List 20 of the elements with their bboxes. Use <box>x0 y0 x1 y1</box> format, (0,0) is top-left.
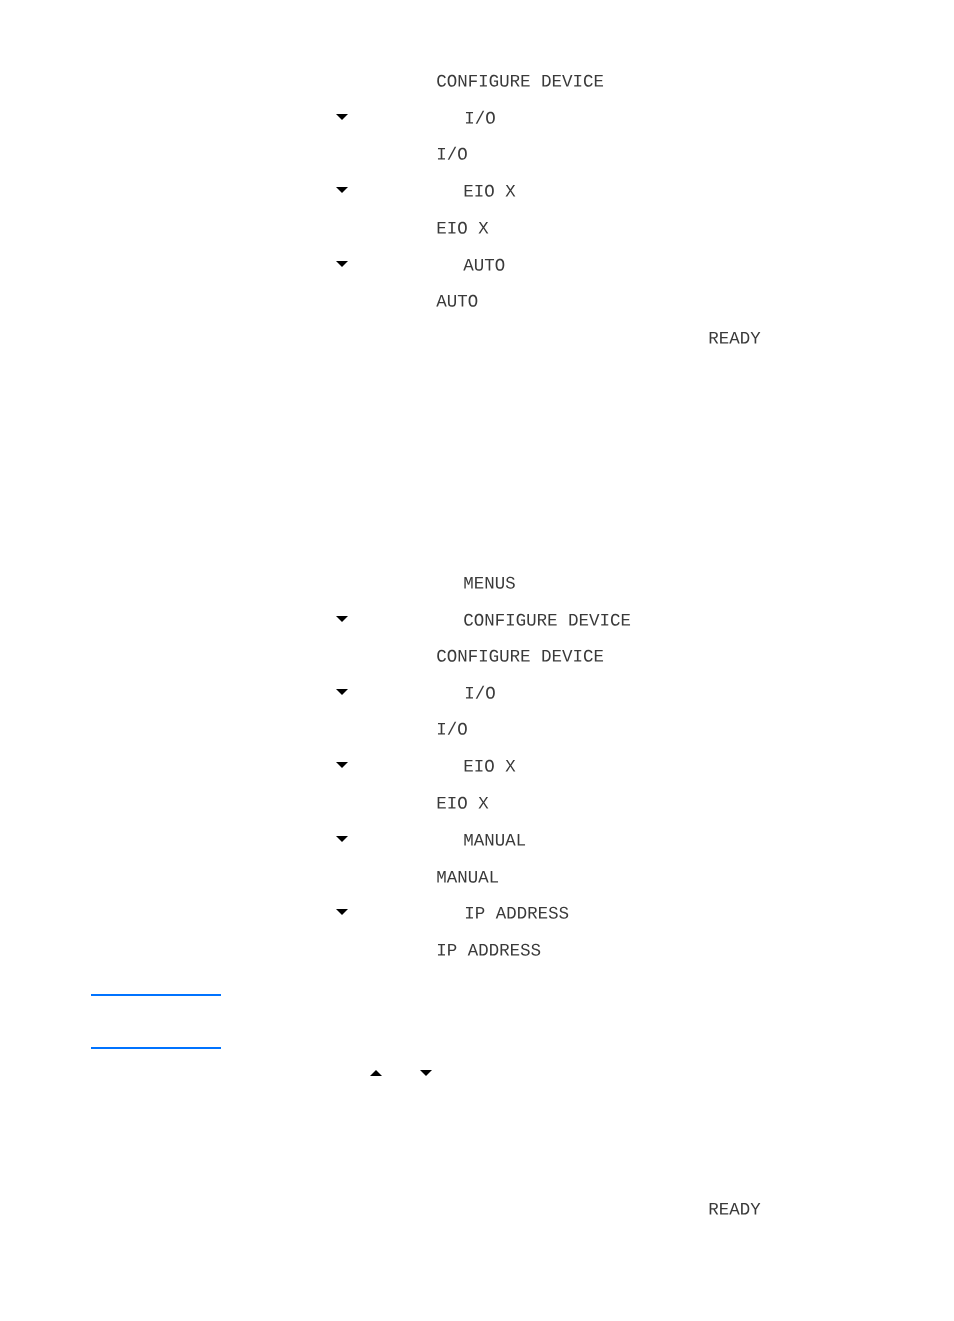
display-text: IP ADDRESS <box>438 943 541 956</box>
display-text: READY <box>709 332 761 344</box>
display-text: CONFIGURE DEVICE <box>464 613 631 626</box>
display-text: EIO X <box>464 759 516 772</box>
display-text: MANUAL <box>464 834 526 846</box>
display-text: AUTO <box>463 258 505 271</box>
display-text: I/O <box>466 110 495 124</box>
display-text: MENUS <box>464 576 515 589</box>
display-text: IP ADDRESS <box>466 906 569 919</box>
display-text: EIO X <box>464 184 516 197</box>
display-text: I/O <box>466 685 495 699</box>
display-text: MANUAL <box>437 871 499 883</box>
display-text: CONFIGURE DEVICE <box>437 74 604 87</box>
display-text: EIO X <box>437 221 489 234</box>
display-text: READY <box>709 1203 761 1215</box>
display-text: I/O <box>438 721 467 735</box>
display-text: AUTO <box>436 294 478 307</box>
display-text: EIO X <box>437 796 489 809</box>
display-text: I/O <box>438 146 467 160</box>
display-text: CONFIGURE DEVICE <box>437 649 604 662</box>
